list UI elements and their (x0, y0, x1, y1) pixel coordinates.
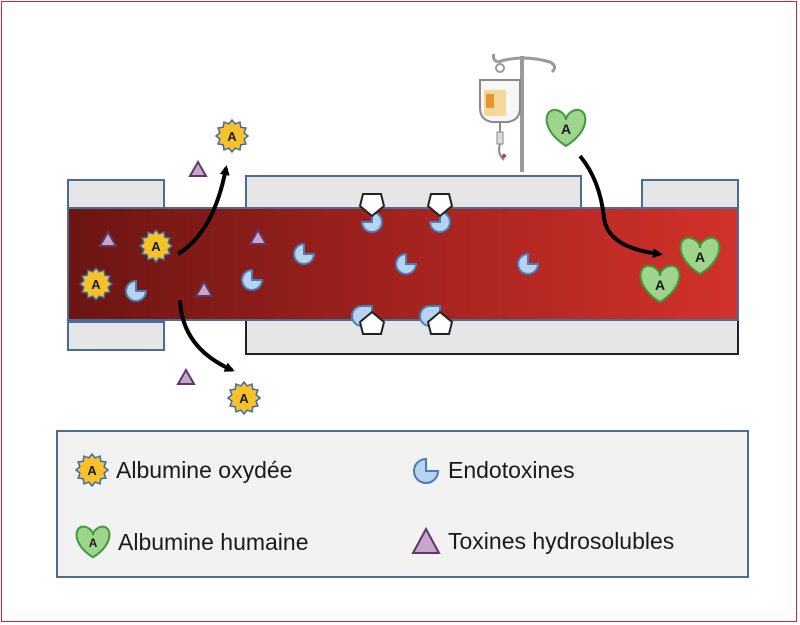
albumin-letter: A (87, 463, 97, 478)
pentagon-receptor-icon (426, 193, 454, 218)
legend-item-water-soluble-toxins: Toxines hydrosolubles (410, 526, 674, 556)
legend-label-endotoxins: Endotoxines (448, 456, 575, 483)
arrow-toxin-exit-down (178, 299, 235, 372)
membrane-bottom-left (67, 321, 165, 351)
star-albumin-icon: A (226, 380, 262, 416)
legend: A Albumine oxydée Endotoxines A Albumine… (56, 430, 749, 578)
pentagon-receptor-icon (358, 193, 386, 218)
star-albumin-icon: A (78, 266, 114, 302)
heart-albumin-icon: A (679, 236, 721, 276)
membrane-top-middle (245, 175, 582, 209)
legend-item-human-albumin: A Albumine humaine (74, 524, 309, 560)
triangle-toxin-icon (98, 229, 118, 247)
membrane-top-left (67, 179, 165, 209)
triangle-toxin-icon (411, 526, 441, 554)
heart-albumin-icon: A (75, 525, 111, 559)
albumin-letter: A (151, 239, 161, 254)
membrane-bottom-right (245, 319, 739, 355)
blood-purification-diagram: A A A A A A A (67, 53, 739, 416)
triangle-toxin-icon (194, 279, 214, 297)
albumin-letter: A (561, 121, 571, 137)
triangle-toxin-icon (248, 227, 268, 245)
arrow-albumin-exit-up (176, 165, 230, 256)
triangle-toxin-icon (188, 159, 208, 177)
endotoxin (241, 268, 264, 291)
endotoxin (517, 252, 540, 275)
star-albumin-icon: A (74, 452, 110, 488)
pentagon-receptor-icon (426, 310, 454, 335)
legend-item-oxidized-albumin: A Albumine oxydée (74, 452, 292, 488)
heart-albumin-icon: A (639, 264, 681, 304)
arrow-albumin-infusion (578, 154, 663, 259)
albumin-letter: A (655, 277, 665, 293)
legend-label-human-albumin: Albumine humaine (118, 528, 309, 555)
iv-bag-icon (479, 53, 557, 172)
endotoxin (125, 279, 148, 302)
triangle-toxin-icon (176, 367, 196, 385)
endotoxin (395, 252, 418, 275)
heart-albumin-icon: A (545, 108, 587, 148)
albumin-letter: A (227, 129, 237, 144)
legend-label-water-soluble-toxins: Toxines hydrosolubles (448, 527, 675, 554)
star-albumin-icon: A (138, 228, 174, 264)
albumin-letter: A (695, 249, 705, 265)
legend-label-oxidized-albumin: Albumine oxydée (116, 456, 293, 483)
pentagon-receptor-icon (358, 310, 386, 335)
legend-item-endotoxins: Endotoxines (410, 454, 575, 486)
star-albumin-icon: A (214, 118, 250, 154)
albumin-letter: A (91, 277, 101, 292)
albumin-letter: A (239, 391, 249, 406)
endotoxin (293, 242, 316, 265)
pacman-endotoxin-icon (413, 457, 440, 484)
albumin-letter: A (89, 536, 98, 550)
membrane-top-right (641, 179, 739, 209)
